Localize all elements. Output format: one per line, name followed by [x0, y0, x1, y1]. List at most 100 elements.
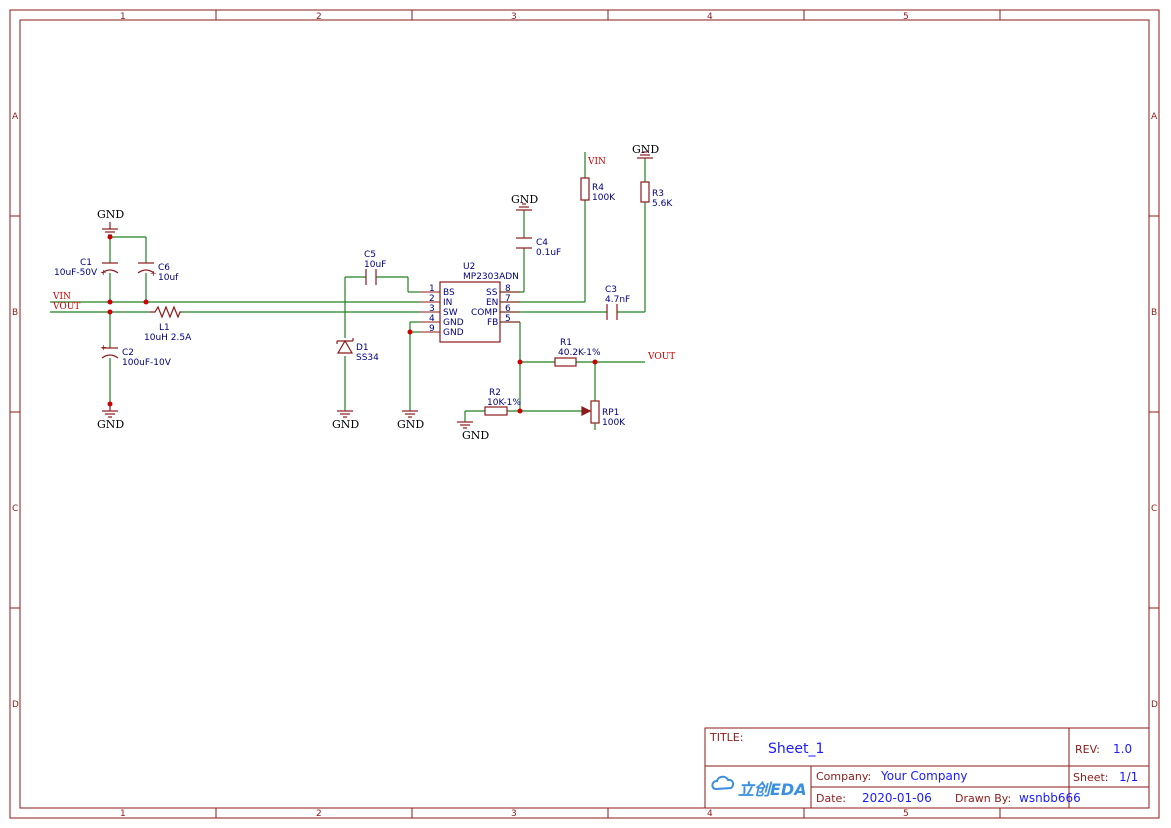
capacitor-c1[interactable]: + C1 10uF-50V — [54, 258, 119, 278]
gnd-symbol-c1: GND — [97, 208, 124, 236]
resistor-r3[interactable]: R3 5.6K — [640, 181, 673, 209]
capacitor-c6[interactable]: + C6 10uf — [137, 262, 179, 283]
r1-value: 40.2K-1% — [558, 348, 601, 358]
row-label-right: A — [1151, 112, 1158, 122]
resistor-r4[interactable]: R4 100K — [580, 177, 616, 203]
net-label-vout-r1: VOUT — [647, 352, 675, 362]
u2-pin-num: 6 — [505, 304, 511, 314]
l1-value: 10uH 2.5A — [144, 333, 192, 343]
u2-ref: U2 — [463, 262, 475, 272]
c4-ref: C4 — [536, 238, 548, 248]
d1-ref: D1 — [356, 343, 369, 353]
c1-value: 10uF-50V — [54, 268, 98, 278]
row-label-right: C — [1151, 504, 1157, 514]
capacitor-c2[interactable]: + C2 100uF-10V — [100, 343, 172, 368]
col-label-bottom: 4 — [707, 809, 713, 819]
resistor-r1[interactable]: R1 40.2K-1% — [554, 338, 601, 367]
col-label-top: 2 — [316, 12, 322, 22]
col-label-bottom: 2 — [316, 809, 322, 819]
col-label-bottom: 5 — [903, 809, 909, 819]
c3-value: 4.7nF — [605, 295, 630, 305]
gnd-symbol-r2: GND — [457, 421, 489, 442]
inductor-l1[interactable]: L1 10uH 2.5A — [144, 305, 192, 343]
u2-pin-name: FB — [487, 318, 498, 328]
diode-d1[interactable]: D1 SS34 — [336, 338, 379, 363]
l1-ref: L1 — [159, 323, 170, 333]
rp1-ref: RP1 — [602, 408, 619, 418]
capacitor-c3[interactable]: C3 4.7nF — [605, 285, 630, 320]
row-label-left: D — [12, 700, 19, 710]
c5-value: 10uF — [364, 260, 386, 270]
u2-pin-num: 9 — [429, 324, 435, 334]
sheet-frame — [9, 9, 1160, 819]
rev-value: 1.0 — [1113, 742, 1132, 756]
col-label-top: 5 — [903, 12, 909, 22]
row-label-left: C — [12, 504, 18, 514]
gnd-label: GND — [632, 143, 659, 156]
company-value: Your Company — [880, 769, 968, 783]
sheet-label: Sheet: — [1073, 771, 1109, 784]
row-labels: A B C D A B C D — [12, 112, 1158, 710]
gnd-label: GND — [462, 429, 489, 442]
row-label-right: B — [1151, 308, 1157, 318]
u2-pin-num: 8 — [505, 284, 511, 294]
logo-text: 立创EDA — [738, 780, 807, 799]
u2-pin-num: 1 — [429, 284, 435, 294]
rev-label: REV: — [1075, 743, 1100, 756]
sheet-value: 1/1 — [1119, 770, 1138, 784]
row-label-right: D — [1151, 700, 1158, 710]
u2-pin-name: GND — [443, 328, 464, 338]
col-label-top: 4 — [707, 12, 713, 22]
u2-pin-name: GND — [443, 318, 464, 328]
c1-ref: C1 — [80, 258, 92, 268]
net-label-vin-rail: VIN — [52, 292, 71, 302]
company-label: Company: — [816, 770, 871, 783]
c2-value: 100uF-10V — [122, 358, 172, 368]
gnd-symbol-c4: GND — [511, 193, 538, 211]
col-label-top: 1 — [120, 12, 126, 22]
gnd-symbol-c2: GND — [97, 404, 124, 431]
r2-value: 10K-1% — [487, 398, 521, 408]
capacitor-c5[interactable]: C5 10uF — [364, 250, 386, 285]
u2-pin-num: 5 — [505, 314, 511, 324]
resistor-r2[interactable]: R2 10K-1% — [484, 388, 521, 416]
logo: 立创EDA — [711, 775, 807, 799]
u2-pin-name: SS — [486, 288, 498, 298]
gnd-label: GND — [511, 193, 538, 206]
potentiometer-rp1[interactable]: RP1 100K — [581, 400, 626, 430]
ic-u2[interactable]: U2 MP2303ADN 1 BS 2 IN 3 SW 4 GND 9 GND … — [420, 262, 520, 343]
net-label-vin-r4: VIN — [587, 157, 606, 167]
col-label-bottom: 1 — [120, 809, 126, 819]
c3-ref: C3 — [605, 285, 617, 295]
r4-value: 100K — [592, 193, 616, 203]
r1-ref: R1 — [560, 338, 572, 348]
title-label: TITLE: — [709, 731, 743, 744]
r2-ref: R2 — [489, 388, 501, 398]
date-label: Date: — [816, 792, 846, 805]
c4-value: 0.1uF — [536, 248, 561, 258]
col-label-top: 3 — [511, 12, 517, 22]
net-label-vout-rail: VOUT — [52, 302, 80, 312]
capacitor-c4[interactable]: C4 0.1uF — [516, 237, 561, 258]
u2-pin-name: IN — [443, 298, 452, 308]
drawn-by-value: wsnbb666 — [1019, 791, 1081, 805]
u2-pin-num: 4 — [429, 314, 435, 324]
c6-ref: C6 — [158, 263, 170, 273]
gnd-label: GND — [97, 418, 124, 431]
c5-ref: C5 — [364, 250, 376, 260]
svg-text:+: + — [100, 343, 107, 352]
rp1-value: 100K — [602, 418, 626, 428]
r3-value: 5.6K — [652, 199, 673, 209]
u2-pin-name: COMP — [471, 308, 498, 318]
gnd-label: GND — [397, 418, 424, 431]
u2-pin-num: 2 — [429, 294, 435, 304]
u2-value: MP2303ADN — [463, 272, 519, 282]
gnd-symbol-r3: GND — [632, 143, 659, 159]
gnd-label: GND — [332, 418, 359, 431]
date-value: 2020-01-06 — [862, 791, 932, 805]
gnd-symbol-d1: GND — [332, 410, 359, 431]
u2-pin-num: 3 — [429, 304, 435, 314]
d1-value: SS34 — [356, 353, 379, 363]
svg-text:+: + — [100, 268, 107, 277]
